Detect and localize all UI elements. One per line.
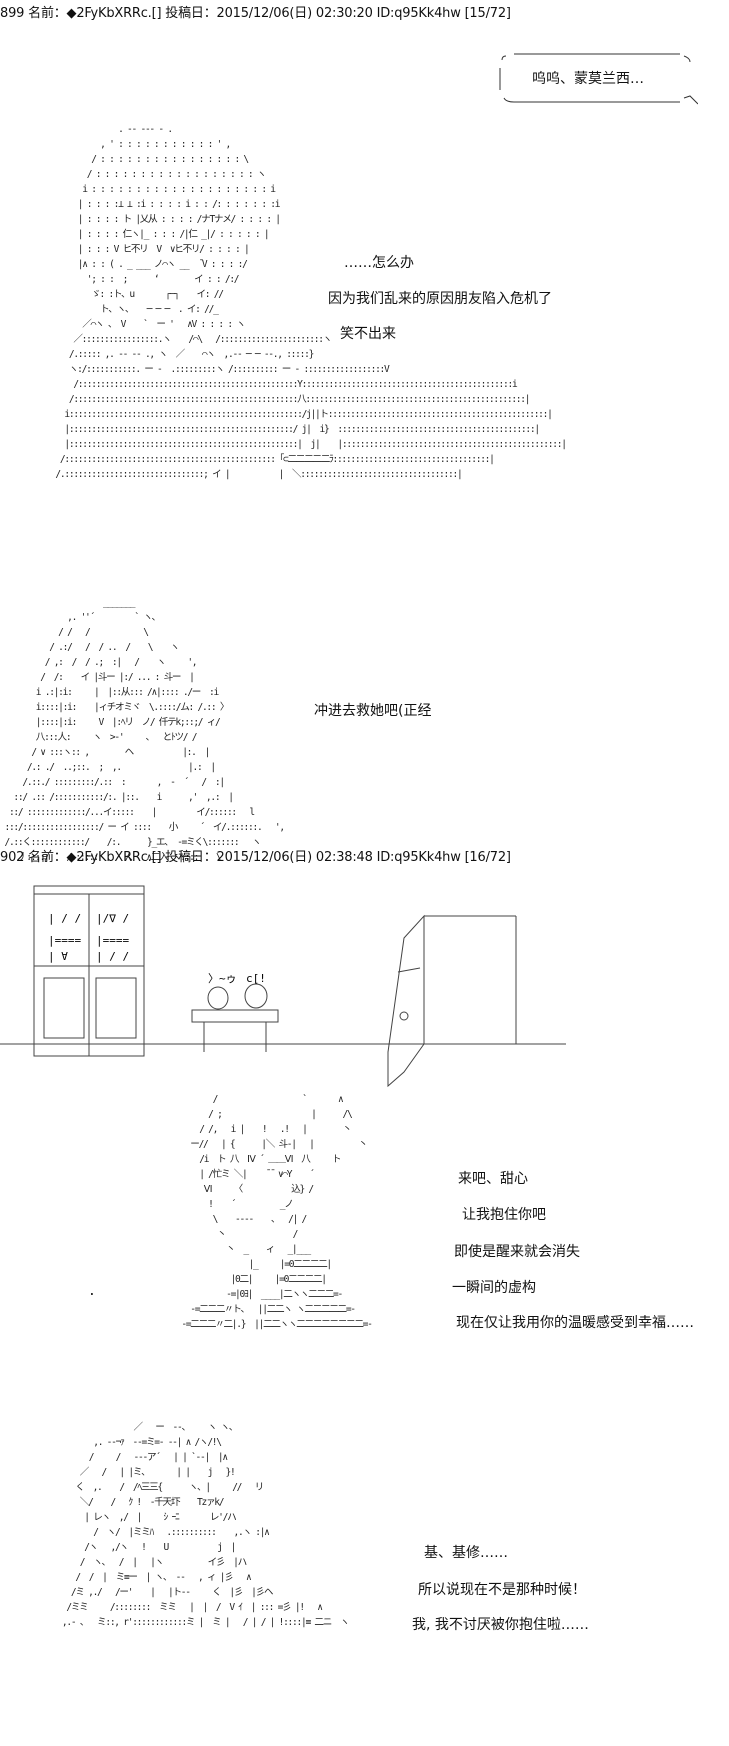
ascii-art-character-2: _______ ,. ''´ ` ヽ、 / / / \ / .:/ / / ..… [4,597,285,863]
dialogue-line: 因为我们乱来的原因朋友陷入危机了 [328,291,552,307]
svg-text:c[!: c[! [246,972,266,985]
dialogue-line: 来吧、甜心 [458,1171,528,1187]
svg-text:〉~ゥ: 〉~ゥ [208,972,237,985]
svg-text:|====: |==== [96,934,129,947]
dialogue-line: 即使是醒来就会消失 [454,1244,580,1260]
dialogue-line: 让我抱住你吧 [462,1207,546,1223]
dialogue-line: 我, 我不讨厌被你抱住啦…… [412,1617,589,1633]
post-header: 902 名前：◆2FyKbXRRc.[] 投稿日：2015/12/06(日) 0… [0,850,511,865]
bubble-outline [499,53,698,105]
dialogue-line: ……怎么办 [344,255,414,271]
bubble-text: 呜呜、蒙莫兰西… [532,71,644,87]
post-header: 899 名前：◆2FyKbXRRc.[] 投稿日：2015/12/06(日) 0… [0,6,511,21]
svg-text:| / /: | / / [48,912,81,925]
ascii-art-character-4: ／ ー -‐、 ヽ ヽ、 ,. ‐‐¬ｧ ‐‐=ミ=‐ ‐‐| ∧ /ヽ/!\ … [61,1422,350,1628]
svg-text:|/∇ /: |/∇ / [96,912,129,925]
dialogue-line: 冲进去救她吧(正经 [314,703,432,719]
dialogue-line: 所以说现在不是那种时候！ [418,1582,586,1598]
ascii-art-character-1: . -‐ ‐‐‐ - . , ' : : : : : : : : : : : '… [55,124,567,480]
ascii-art-character-3: / ` ∧ / ; | /\ / /, i | ! .! | 丶 ー// | {… [181,1094,373,1330]
dot-mark: . [88,1284,96,1299]
dialogue-line: 笑不出来 [340,326,396,342]
dialogue-line: 基、基修…… [424,1545,508,1561]
dialogue-line: 一瞬间的虚构 [452,1280,536,1296]
room-background: | / / |/∇ / |==== |==== | ∀ | / / 〉~ゥ c[… [0,885,566,1088]
svg-text:| ∀: | ∀ [48,950,68,963]
svg-text:|====: |==== [48,934,81,947]
dialogue-line: 现在仅让我用你的温暖感受到幸福…… [456,1315,694,1331]
speech-bubble: 呜呜、蒙莫兰西… [494,50,698,106]
svg-text:| / /: | / / [96,950,129,963]
